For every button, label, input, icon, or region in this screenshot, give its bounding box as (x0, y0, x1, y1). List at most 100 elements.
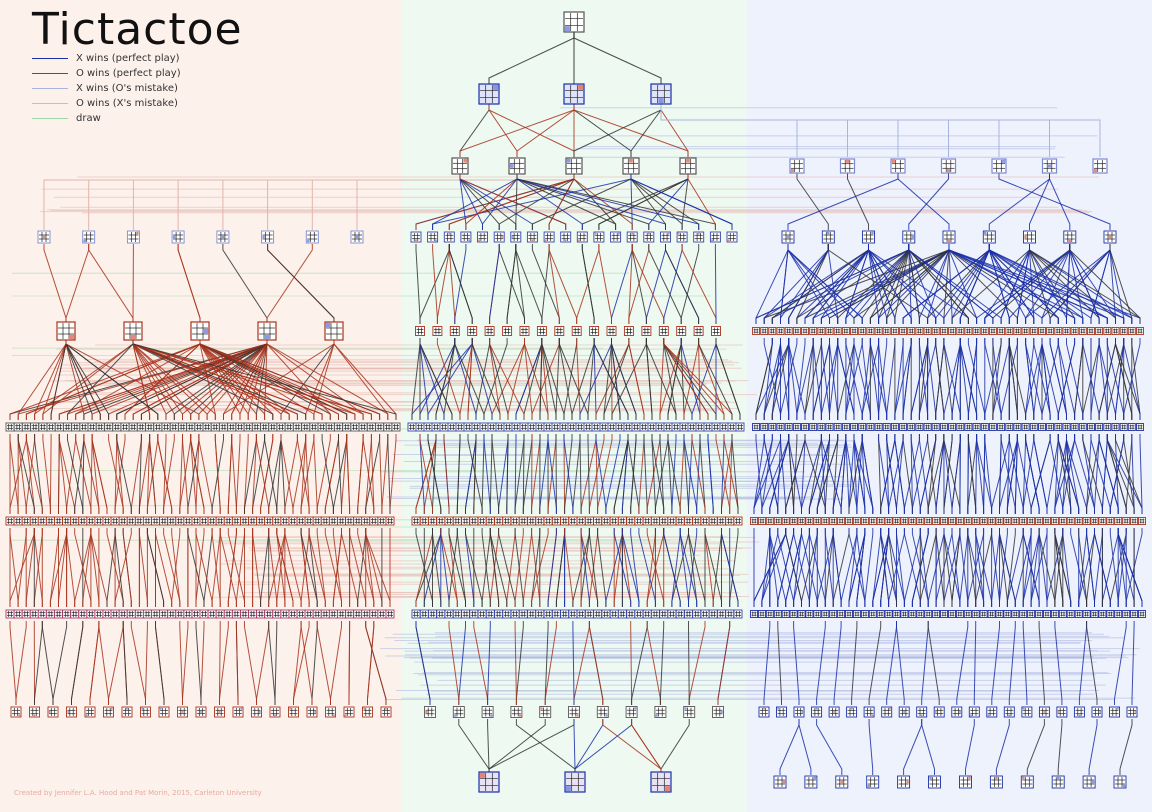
board-node (1136, 423, 1144, 431)
board-node (210, 422, 220, 432)
board-node (821, 610, 830, 618)
board-node (304, 609, 314, 619)
tree-edge (348, 621, 351, 705)
tree-edge (587, 338, 595, 420)
tree-edge (489, 528, 508, 607)
board-node (309, 422, 319, 432)
board-node (997, 327, 1006, 335)
board-node (126, 516, 136, 526)
tree-edge (415, 244, 421, 324)
board-node (477, 609, 487, 619)
board-node (881, 706, 893, 718)
tree-edge (231, 434, 237, 514)
board-node (659, 516, 669, 526)
board-node (449, 326, 460, 336)
board-node (623, 326, 634, 336)
tree-edge (927, 338, 937, 420)
tree-edge (788, 338, 806, 420)
tree-edge (763, 434, 779, 514)
board-node (142, 609, 152, 619)
tree-edge (602, 719, 662, 775)
board-node (676, 231, 688, 243)
board-node (510, 231, 522, 243)
tree-edge (853, 338, 871, 420)
board-node (38, 422, 48, 432)
board-node (858, 327, 867, 335)
board-node (568, 609, 578, 619)
tree-edge (951, 434, 961, 514)
board-node (194, 422, 204, 432)
board-node (591, 422, 601, 432)
board-node (972, 423, 981, 431)
board-node (391, 422, 401, 432)
board-node (350, 230, 364, 244)
board-node (634, 516, 644, 526)
board-node (62, 609, 72, 619)
board-node (852, 517, 861, 525)
tree-edge (42, 338, 134, 420)
board-node (989, 775, 1003, 789)
tree-edge (698, 338, 733, 420)
tree-edge (41, 621, 54, 705)
board-node (939, 327, 948, 335)
tree-edge (598, 244, 612, 324)
tree-edge (515, 244, 525, 324)
board-node (518, 609, 528, 619)
board-node (45, 516, 55, 526)
tree-edge (316, 434, 331, 514)
board-node (837, 610, 846, 618)
tree-edge (573, 719, 576, 775)
tree-edge (1062, 528, 1072, 607)
board-node (128, 422, 138, 432)
board-node (995, 517, 1004, 525)
tree-edge (680, 244, 700, 324)
board-node (963, 610, 972, 618)
board-node (325, 706, 336, 718)
board-node (502, 609, 512, 619)
tree-edge (894, 338, 904, 420)
tree-edge (473, 621, 489, 705)
tree-edge (448, 528, 466, 607)
tree-edge (1033, 434, 1048, 514)
tree-edge (145, 621, 148, 705)
board-node (991, 158, 1007, 174)
tree-edge (992, 338, 1010, 420)
tree-edge (548, 244, 578, 324)
board-node (971, 610, 980, 618)
tree-edge (458, 719, 490, 775)
board-node (510, 516, 520, 526)
tree-edge (34, 338, 134, 420)
tree-edge (330, 621, 342, 705)
board-node (1122, 517, 1131, 525)
board-node (1051, 775, 1065, 789)
board-node (639, 422, 649, 432)
board-node (1082, 517, 1091, 525)
tree-edge (597, 434, 613, 514)
board-node (280, 516, 290, 526)
tree-edge (563, 434, 574, 514)
tree-edge (122, 621, 128, 705)
tree-edge (65, 244, 90, 324)
tree-edge (687, 173, 716, 230)
board-node (601, 516, 611, 526)
board-node (876, 610, 885, 618)
board-node (1090, 610, 1099, 618)
board-node (227, 422, 237, 432)
board-node (21, 609, 31, 619)
board-node (175, 516, 185, 526)
board-node (554, 326, 565, 336)
tree-edge (132, 175, 461, 230)
tree-edge (1115, 434, 1143, 514)
board-node (750, 517, 758, 525)
tree-edge (707, 434, 714, 514)
board-node (1095, 423, 1104, 431)
board-node (1098, 610, 1107, 618)
board-node (1103, 230, 1117, 244)
tree-edge (43, 244, 67, 324)
tree-edge (847, 173, 869, 230)
board-node (535, 516, 545, 526)
board-node (1005, 327, 1014, 335)
tree-edge (820, 244, 869, 324)
